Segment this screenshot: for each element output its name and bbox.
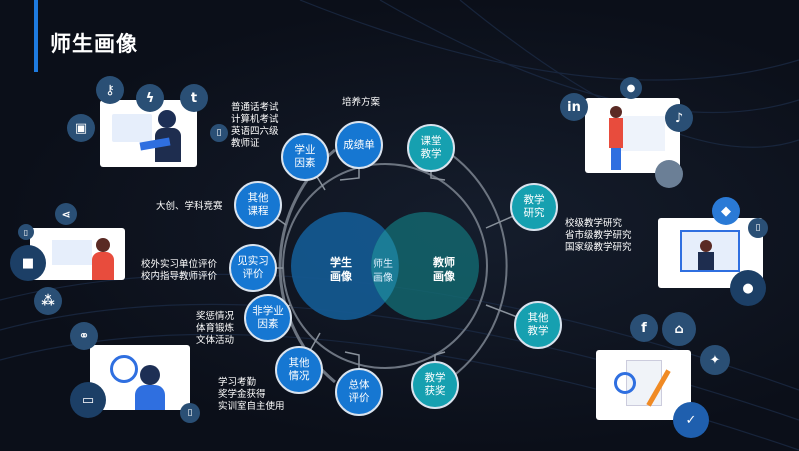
network-icon: ⁂ — [34, 287, 62, 315]
note-exams: 普通话考试 计算机考试 英语四六级 教师证 — [231, 102, 279, 149]
illustration-video-user — [30, 228, 125, 280]
page-title: 师生画像 — [50, 32, 138, 56]
bell-icon: ♪ — [665, 104, 693, 132]
laptop-icon: ▭ — [70, 382, 106, 418]
node-teaching-research[interactable]: 教学 研究 — [510, 183, 558, 231]
twitter-icon: ✦ — [700, 345, 730, 375]
teacher-portrait-label: 教师 画像 — [433, 256, 455, 283]
illustration-support-user — [90, 345, 190, 410]
teacher-student-portrait-label: 师生 画像 — [373, 259, 393, 284]
key-icon: ⚷ — [96, 76, 124, 104]
node-academic-factors[interactable]: 学业 因素 — [281, 133, 329, 181]
note-other: 学习考勤 奖学金获得 实训室自主使用 — [218, 377, 285, 412]
lightning-icon: ϟ — [136, 84, 164, 112]
node-internship-evaluation[interactable]: 见实习 评价 — [229, 244, 277, 292]
phone-icon: ▯ — [748, 218, 768, 238]
phone-icon: ▯ — [210, 124, 228, 142]
node-other-situations[interactable]: 其他 情况 — [275, 346, 323, 394]
phone-icon: ▯ — [18, 224, 34, 240]
title-accent-bar — [34, 0, 38, 72]
water-drop-icon: ● — [620, 77, 642, 99]
student-portrait-label: 学生 画像 — [330, 256, 352, 283]
home-icon: ⌂ — [662, 312, 696, 346]
note-research: 校级教学研究 省市级教学研究 国家级教学研究 — [565, 218, 632, 253]
illustration-search-document — [596, 350, 691, 420]
node-other-courses[interactable]: 其他 课程 — [234, 181, 282, 229]
user-icon: ● — [730, 270, 766, 306]
node-transcript[interactable]: 成绩单 — [335, 121, 383, 169]
note-internship: 校外实习单位评价 校内指导教师评价 — [141, 259, 218, 282]
node-overall-evaluation[interactable]: 总体 评价 — [335, 368, 383, 416]
thumbs-up-icon: ✓ — [673, 402, 709, 438]
node-teaching-awards[interactable]: 教学 获奖 — [411, 361, 459, 409]
tag-icon: ◆ — [712, 197, 740, 225]
node-nonacademic-factors[interactable]: 非学业 因素 — [244, 294, 292, 342]
group-icon: ⚭ — [70, 322, 98, 350]
note-contest: 大创、学科竞赛 — [156, 201, 223, 212]
video-camera-icon: ■ — [10, 245, 46, 281]
phone-icon: ▯ — [180, 403, 200, 423]
linkedin-icon: in — [560, 93, 588, 121]
share-icon: ⋖ — [55, 203, 77, 225]
node-classroom-teaching[interactable]: 课堂 教学 — [407, 124, 455, 172]
facebook-icon: f — [630, 314, 658, 342]
chat-icon — [655, 160, 683, 188]
illustration-laptop-user — [100, 100, 197, 167]
note-training-plan: 培养方案 — [342, 97, 381, 108]
taxi-icon: ▣ — [67, 114, 95, 142]
tumblr-icon: t — [180, 84, 208, 112]
node-other-teaching[interactable]: 其他 教学 — [514, 301, 562, 349]
note-nonacademic: 奖惩情况 体育锻炼 文体活动 — [196, 311, 235, 346]
